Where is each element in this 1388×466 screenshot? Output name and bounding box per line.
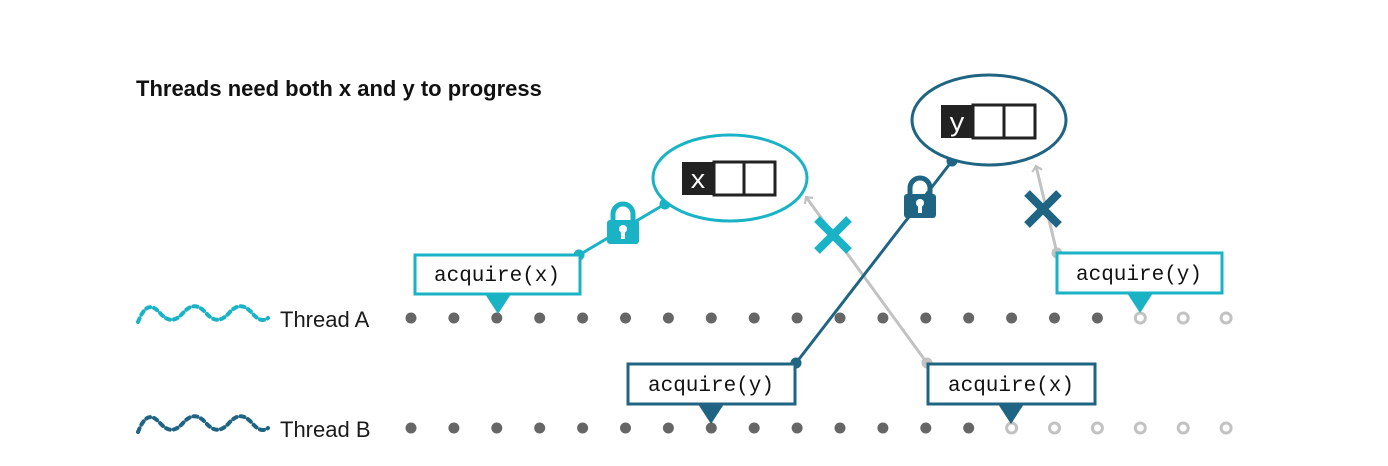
completed-step-dot [448,422,460,434]
completed-step-dot [405,422,417,434]
completed-step-dot [877,422,889,434]
completed-step-dot [577,422,589,434]
completed-step-dot [920,312,932,324]
callout-thread-b-acquire-y: acquire(y) [626,362,797,424]
completed-step-dot [491,422,503,434]
thread-a-label: Thread A [280,307,370,332]
callout-thread-a-acquire-y: acquire(y) [1055,251,1224,313]
completed-step-dot [920,422,932,434]
completed-step-dot [491,312,503,324]
completed-step-dot [534,312,546,324]
thread-b-wavy-icon [136,414,270,434]
completed-step-dot [963,422,975,434]
callout-thread-b-acquire-x: acquire(x) [926,362,1097,424]
pending-step-dot [1176,311,1190,325]
pending-step-dot [1048,421,1061,435]
completed-step-dot [448,312,460,324]
completed-step-dot [1006,312,1018,324]
callout-thread-a-acquire-x: acquire(x) [413,253,582,314]
completed-step-dot [577,312,589,324]
completed-step-dot [791,312,803,324]
completed-step-dot [662,422,674,434]
lock-icon [607,201,639,244]
thread-b-label: Thread B [280,417,371,442]
diagram-title: Threads need both x and y to progress [136,76,542,101]
completed-step-dot [834,422,846,434]
callout-text: acquire(x) [948,375,1074,398]
pending-step-dot [1133,311,1147,325]
callout-text: acquire(y) [648,375,774,398]
completed-step-dot [877,312,889,324]
completed-step-dot [620,422,631,434]
completed-step-dot [405,312,417,324]
resource-y: y [910,73,1068,167]
completed-step-dot [1091,312,1103,324]
resource-x: x [651,133,809,223]
thread-a-steps [405,311,1233,325]
completed-step-dot [620,312,631,324]
lock-icon [904,175,936,218]
pending-step-dot [1219,311,1233,325]
resource-x-label: x [690,167,706,197]
completed-step-dot [963,312,975,324]
pending-step-dot [1090,421,1104,435]
pending-step-dot [1176,421,1190,435]
thread-a-wavy-icon [136,304,270,324]
callout-text: acquire(x) [434,265,560,288]
completed-step-dot [1049,312,1060,324]
x-mark-icon [1024,190,1062,228]
thread-b-steps [405,421,1233,435]
x-mark-icon [814,216,852,254]
completed-step-dot [662,312,674,324]
pending-step-dot [1133,421,1147,435]
pending-step-dot [1005,421,1019,435]
completed-step-dot [705,312,717,324]
completed-step-dot [748,312,760,324]
completed-step-dot [534,422,546,434]
callout-text: acquire(y) [1076,264,1202,287]
completed-step-dot [748,422,760,434]
pending-step-dot [1219,421,1233,435]
completed-step-dot [705,422,717,434]
completed-step-dot [834,312,846,324]
resource-y-label: y [949,110,965,140]
completed-step-dot [791,422,803,434]
